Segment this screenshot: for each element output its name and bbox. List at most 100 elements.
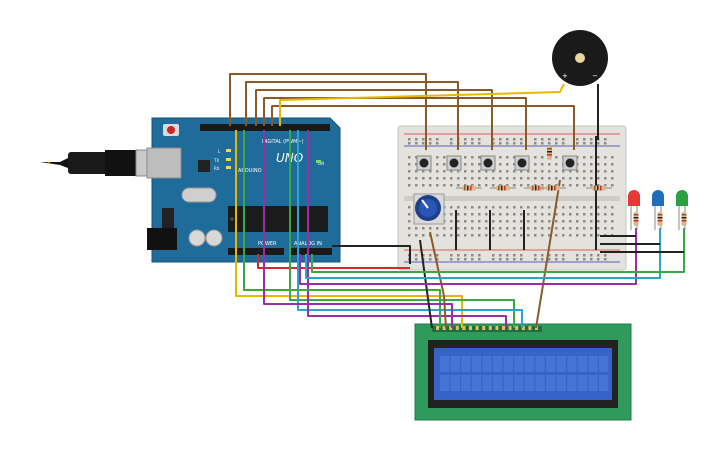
lcd-cell [450, 375, 460, 391]
wire-brown-lcd-led [535, 179, 561, 329]
rail-hole [492, 258, 495, 261]
rail-hole [534, 254, 537, 257]
breadboard-hole [534, 234, 537, 237]
breadboard-hole [436, 227, 439, 230]
lcd-pin [488, 326, 492, 330]
breadboard-hole [506, 156, 509, 159]
breadboard-hole [471, 156, 474, 159]
breadboard-hole [597, 156, 600, 159]
breadboard-hole [583, 170, 586, 173]
resistors [456, 146, 612, 191]
breadboard-hole [513, 206, 516, 209]
rail-hole [415, 258, 418, 261]
breadboard-hole [548, 234, 551, 237]
breadboard-hole [583, 163, 586, 166]
arduino-brand: ARDUINO [238, 168, 262, 174]
push-button-5[interactable] [562, 155, 578, 171]
push-button-3[interactable] [480, 155, 496, 171]
breadboard-hole [520, 177, 523, 180]
breadboard-hole [597, 234, 600, 237]
breadboard-hole [583, 206, 586, 209]
breadboard-hole [513, 156, 516, 159]
breadboard-hole [408, 156, 411, 159]
lcd-cell [493, 375, 503, 391]
breadboard-hole [478, 213, 481, 216]
breadboard-hole [408, 213, 411, 216]
breadboard-hole [611, 220, 614, 223]
breadboard-hole [534, 206, 537, 209]
breadboard-hole [415, 177, 418, 180]
breadboard-hole [597, 227, 600, 230]
push-button-4[interactable] [514, 155, 530, 171]
breadboard-hole [457, 220, 460, 223]
rail-hole [457, 254, 460, 257]
led-red [628, 190, 640, 230]
breadboard-hole [534, 227, 537, 230]
breadboard-hole [534, 213, 537, 216]
breadboard-hole [562, 177, 565, 180]
lcd-pin [462, 326, 466, 330]
analog-header [290, 248, 332, 255]
rail-hole [506, 142, 509, 145]
rail-hole [541, 258, 544, 261]
breadboard-hole [422, 234, 425, 237]
breadboard-hole [604, 170, 607, 173]
lcd-16x2-module [414, 323, 632, 421]
power-jack [147, 228, 177, 250]
breadboard-hole [520, 170, 523, 173]
push-button-1[interactable] [416, 155, 432, 171]
breadboard-hole [611, 227, 614, 230]
breadboard-hole [534, 184, 537, 187]
breadboard-hole [569, 206, 572, 209]
rail-hole [555, 142, 558, 145]
breadboard-hole [576, 234, 579, 237]
breadboard-hole [597, 213, 600, 216]
rail-hole [471, 254, 474, 257]
breadboard-hole [604, 163, 607, 166]
lcd-cell [471, 375, 482, 391]
rail-hole [583, 142, 586, 145]
breadboard-hole [576, 184, 579, 187]
rail-hole [464, 254, 467, 257]
breadboard-hole [555, 184, 558, 187]
breadboard-hole [590, 227, 593, 230]
breadboard-hole [478, 156, 481, 159]
lcd-cell [482, 356, 492, 372]
push-buttons [416, 155, 578, 171]
breadboard-hole [464, 163, 467, 166]
breadboard-hole [548, 170, 551, 173]
rail-hole [590, 254, 593, 257]
breadboard-hole [478, 184, 481, 187]
breadboard-hole [541, 206, 544, 209]
breadboard-hole [506, 234, 509, 237]
wire-green-lcd-1 [289, 130, 515, 328]
breadboard-hole [555, 177, 558, 180]
potentiometer[interactable] [413, 193, 445, 225]
led-resistor-2 [657, 212, 663, 226]
rail-hole [520, 258, 523, 261]
breadboard-hole [422, 170, 425, 173]
rail-hole [604, 138, 607, 141]
rail-hole [471, 142, 474, 145]
push-button-2[interactable] [446, 155, 462, 171]
lcd-cell [471, 356, 482, 372]
breadboard-hole [471, 234, 474, 237]
rail-hole [450, 138, 453, 141]
breadboard-hole [499, 156, 502, 159]
breadboard-hole [604, 177, 607, 180]
rail-hole [562, 142, 565, 145]
breadboard-hole [541, 227, 544, 230]
rail-hole [590, 258, 593, 261]
breadboard-hole [555, 163, 558, 166]
rail-hole [408, 138, 411, 141]
breadboard-hole [443, 234, 446, 237]
rail-hole [471, 138, 474, 141]
breadboard-hole [590, 234, 593, 237]
breadboard-hole [485, 177, 488, 180]
arduino-uno-board: DIGITAL (PWM~) UNO ARDUINO ON L TX RX PO… [146, 117, 341, 263]
breadboard-hole [415, 156, 418, 159]
breadboard-hole [485, 234, 488, 237]
rail-hole [541, 138, 544, 141]
rail-hole [604, 254, 607, 257]
resistor-2 [490, 185, 516, 191]
